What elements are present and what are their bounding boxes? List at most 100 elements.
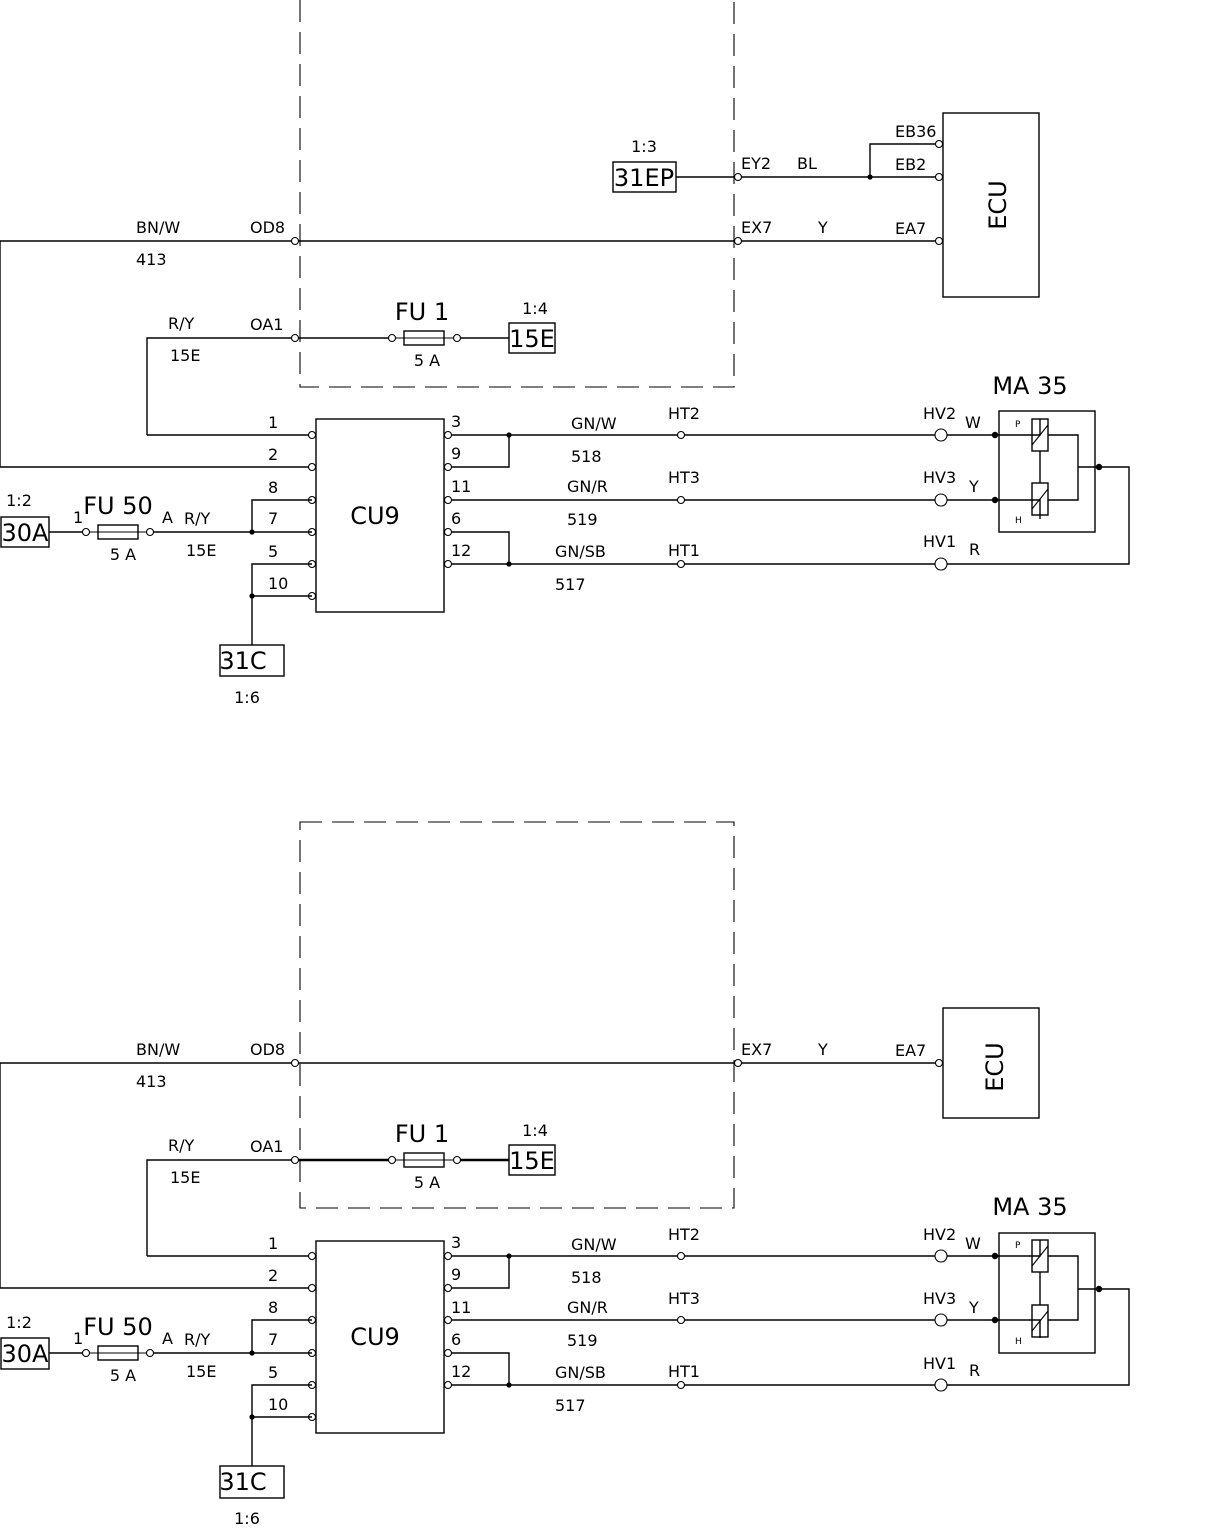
fuse1-rating: 5 A (414, 1173, 440, 1192)
cu9-pin-3: 3 (451, 412, 461, 431)
bat-ref: 1:2 (6, 1313, 32, 1332)
ep-box-label: 31EP (614, 164, 674, 192)
wire-gnr: GN/R (567, 1298, 608, 1317)
ground-wire (251, 1384, 312, 1466)
pin (733, 236, 743, 246)
pin (387, 333, 397, 343)
section-bottom: ECU BN/W 413 OD8 EX7 Y EA7 R/Y 15E OA1 F… (0, 821, 1130, 1528)
coil-diagonal (1031, 424, 1049, 446)
dashed-module-box (299, 821, 735, 1209)
ma-label: MA 35 (992, 1193, 1067, 1221)
fuse1-name: FU 1 (395, 1120, 449, 1148)
connector-oa1: OA1 (250, 315, 283, 334)
wire-gnsb: GN/SB (555, 1363, 606, 1382)
bat-box-label: 30A (2, 1340, 50, 1368)
pin (307, 1251, 317, 1261)
fuse1-ref: 1:4 (522, 299, 548, 318)
pin (443, 559, 453, 569)
fu50-pin-out: A (162, 508, 173, 527)
wire-bl: BL (797, 154, 817, 173)
ecu-label: ECU (984, 180, 1012, 230)
pin (145, 527, 155, 537)
cu9-right-pins (443, 430, 453, 569)
connector-ea7: EA7 (895, 1041, 926, 1060)
cu9-pin-1: 1 (268, 1234, 278, 1253)
pin (443, 1348, 453, 1358)
ma-box (998, 410, 1096, 533)
ground-wire (251, 563, 312, 645)
wire-ry: R/Y (168, 1136, 195, 1155)
ecu-box (942, 112, 1040, 298)
pin (452, 333, 462, 343)
ma-label: MA 35 (992, 372, 1067, 400)
connector-ex7: EX7 (741, 218, 772, 237)
wire-bnw: BN/W (136, 1040, 180, 1059)
gnd-box-label: 31C (219, 647, 266, 675)
cu9-pin-5: 5 (268, 542, 278, 561)
fuse1-name: FU 1 (395, 298, 449, 326)
valve-coil (1031, 418, 1049, 452)
pin (145, 1348, 155, 1358)
ma-y: Y (968, 1298, 979, 1317)
wire-gnsb-num: 517 (555, 1396, 586, 1415)
fu50-wire (49, 1319, 312, 1354)
pin (443, 495, 453, 505)
connector-oa1: OA1 (250, 1137, 283, 1156)
pin (81, 527, 91, 537)
cu9-right-pins (443, 1251, 453, 1390)
wire-bnw-num: 413 (136, 250, 167, 269)
cu9-pin-7: 7 (268, 509, 278, 528)
ma-p: P (1015, 1241, 1021, 1251)
cu9-pin-12: 12 (451, 1362, 471, 1381)
cu9-label: CU9 (350, 1323, 400, 1351)
cu9-pin-12: 12 (451, 541, 471, 560)
ma-r: R (969, 540, 980, 559)
cu9-pin-8: 8 (268, 1298, 278, 1317)
pin (307, 1283, 317, 1293)
ma-box (998, 1232, 1096, 1354)
connector-ht2: HT2 (668, 404, 700, 423)
fu50-pin-in: 1 (73, 508, 83, 527)
connector-ea7: EA7 (895, 219, 926, 238)
cu9-pin-11: 11 (451, 1298, 471, 1317)
connector-ht3: HT3 (668, 1289, 700, 1308)
pin (443, 462, 453, 472)
wire-ry: R/Y (168, 314, 195, 333)
wire-gnr-num: 519 (567, 1331, 598, 1350)
fuse1-box-label: 15E (509, 1147, 555, 1175)
pin (290, 236, 300, 246)
bat-ref: 1:2 (6, 491, 32, 510)
ma-w: W (965, 1234, 981, 1253)
bnw-wire (0, 240, 939, 468)
fu50-name: FU 50 (83, 1313, 153, 1341)
gnd-ref: 1:6 (234, 1509, 260, 1528)
connector-ht1: HT1 (668, 1362, 700, 1381)
wire-gnw-num: 518 (571, 447, 602, 466)
connector-hv2: HV2 (923, 404, 956, 423)
connector (934, 1378, 948, 1392)
fu50-wire (49, 499, 312, 533)
cu9-pin-2: 2 (268, 445, 278, 464)
connector-hv3: HV3 (923, 1289, 956, 1308)
ep-wire (676, 143, 939, 178)
pin (452, 1155, 462, 1165)
gnd-box-label: 31C (219, 1468, 266, 1496)
connector (934, 493, 948, 507)
valve-coil (1031, 482, 1049, 516)
wire-ry2-num: 15E (186, 541, 216, 560)
pin (676, 559, 686, 569)
wire-gnw: GN/W (571, 414, 617, 433)
cu9-pin-10: 10 (268, 1395, 288, 1414)
wire-bnw-num: 413 (136, 1072, 167, 1091)
pin (81, 1348, 91, 1358)
cu9-pin-10: 10 (268, 574, 288, 593)
connector-od8: OD8 (250, 1040, 285, 1059)
pin (443, 1315, 453, 1325)
dashed-module-box (299, 0, 735, 388)
fuse1-box (508, 1144, 556, 1176)
pin (934, 1058, 944, 1068)
connector-ey2: EY2 (741, 154, 771, 173)
connector (934, 1313, 948, 1327)
wire-ry2: R/Y (184, 1330, 211, 1349)
pin (290, 1058, 300, 1068)
